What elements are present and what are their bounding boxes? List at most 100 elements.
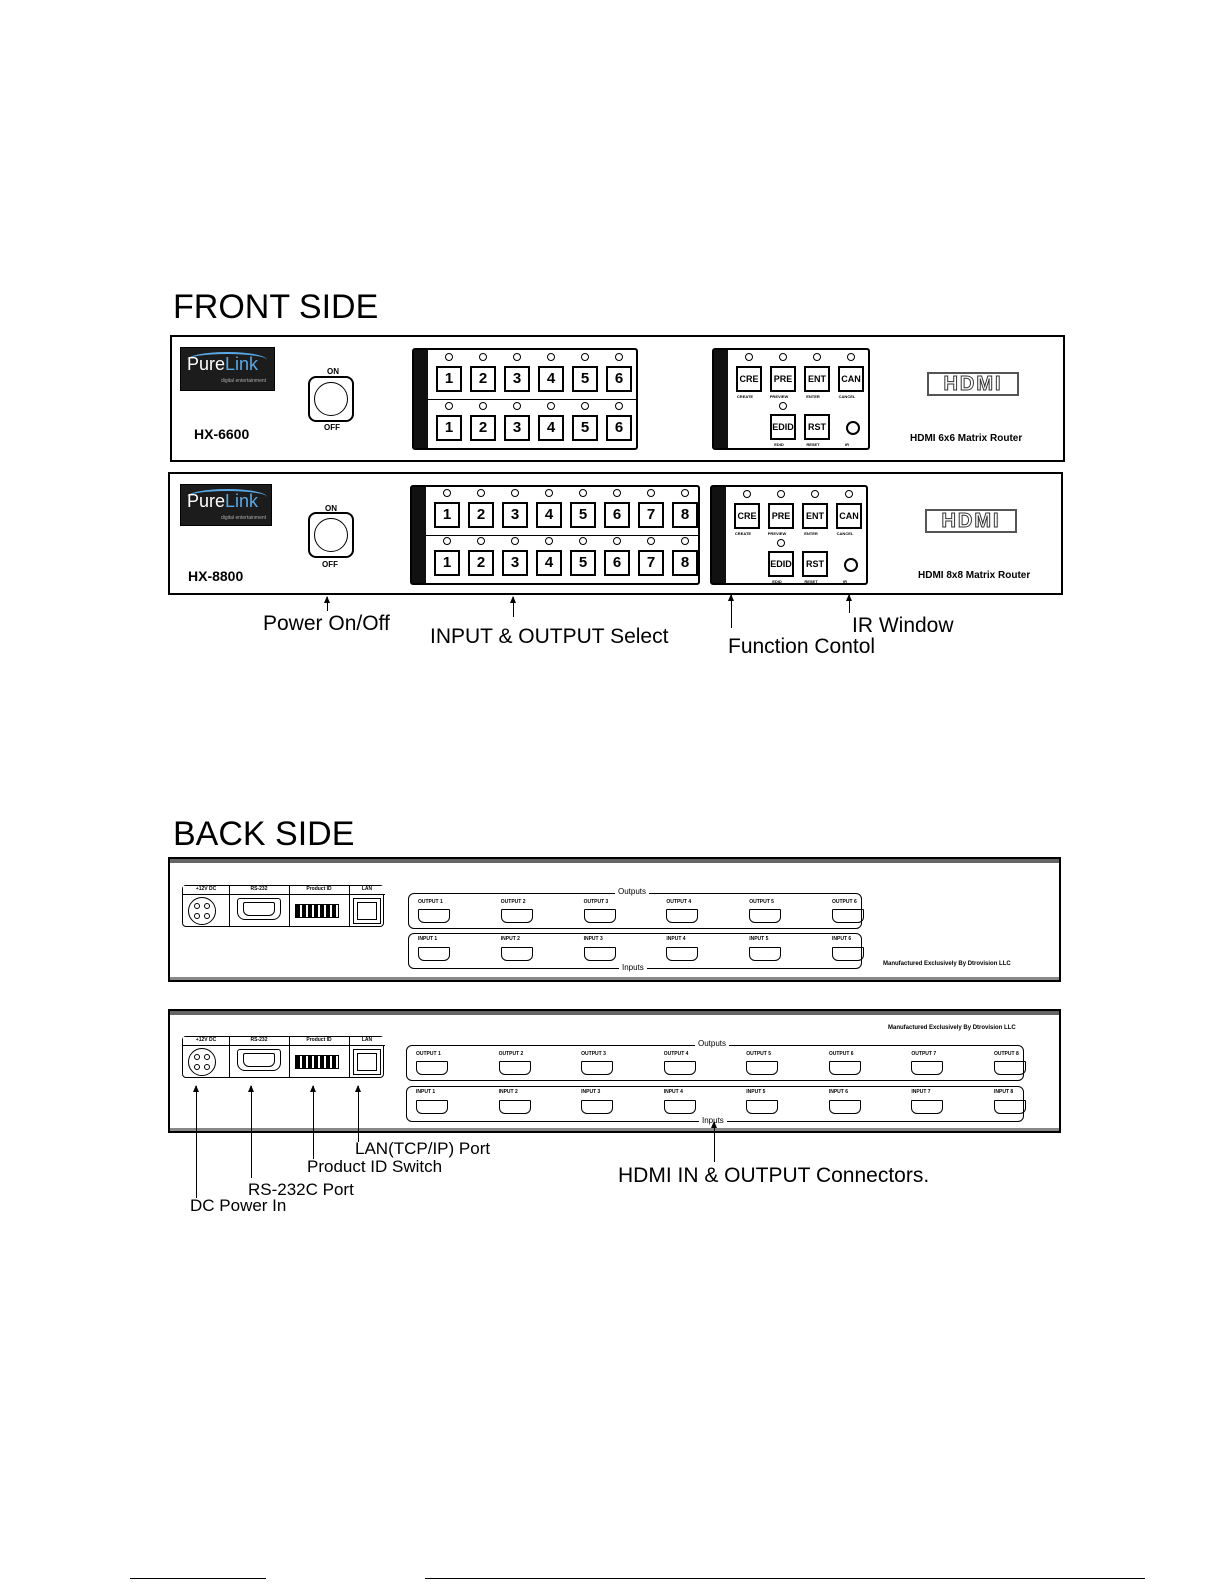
product-id-dip-switch-icon[interactable]: [295, 1055, 339, 1069]
output-button-6[interactable]: 6: [606, 415, 632, 441]
logo-arc-icon: [187, 352, 267, 368]
manufacturer-label: Manufactured Exclusively By Dtrovision L…: [883, 961, 1011, 967]
hdmi-input-port-icon[interactable]: [663, 1100, 696, 1114]
cancel-button[interactable]: CAN: [836, 503, 862, 529]
hdmi-input-port-icon[interactable]: [581, 1100, 614, 1114]
input-button-2[interactable]: 2: [470, 366, 496, 392]
hdmi-input-port-icon[interactable]: [666, 947, 699, 961]
model-label: HX-6600: [194, 426, 250, 442]
edid-button[interactable]: EDID: [770, 414, 796, 440]
hdmi-input-port-icon[interactable]: [583, 947, 616, 961]
enter-sub-label: ENTER: [806, 394, 820, 399]
output-button-4[interactable]: 4: [536, 550, 562, 576]
input-button-6[interactable]: 6: [606, 366, 632, 392]
reset-button[interactable]: RST: [802, 551, 828, 577]
hdmi-output-port-icon[interactable]: [911, 1061, 944, 1075]
function-callout: Function Contol: [728, 635, 876, 658]
input-button-7[interactable]: 7: [638, 502, 664, 528]
hdmi-input-port-icon[interactable]: [500, 947, 533, 961]
input-button-6[interactable]: 6: [604, 502, 630, 528]
led-indicator-icon: [777, 490, 785, 498]
hdmi-output-port-icon[interactable]: [500, 909, 533, 923]
power-on-label: ON: [325, 504, 337, 513]
output-button-3[interactable]: 3: [502, 550, 528, 576]
footer-rule-right: [425, 1578, 1145, 1579]
hdmi-input-port-icon[interactable]: [911, 1100, 944, 1114]
output-button-6[interactable]: 6: [604, 550, 630, 576]
hdmi-output-port-icon[interactable]: [498, 1061, 531, 1075]
product-id-dip-switch-icon[interactable]: [295, 904, 339, 918]
input-button-5[interactable]: 5: [572, 366, 598, 392]
hdmi-input-port-icon[interactable]: [749, 947, 782, 961]
reset-sub-label: RESET: [806, 442, 820, 447]
led-indicator-icon: [811, 490, 819, 498]
hdmi-input-port-icon[interactable]: [994, 1100, 1026, 1114]
outputs-label: Outputs: [615, 887, 650, 896]
output-button-2[interactable]: 2: [468, 550, 494, 576]
create-button[interactable]: CRE: [734, 503, 760, 529]
lan-port-icon[interactable]: [353, 1049, 381, 1075]
enter-button[interactable]: ENT: [802, 503, 828, 529]
output-button-3[interactable]: 3: [504, 415, 530, 441]
output-button-7[interactable]: 7: [638, 550, 664, 576]
input-button-8[interactable]: 8: [672, 502, 698, 528]
input-button-4[interactable]: 4: [536, 502, 562, 528]
hdmi-output-port-icon[interactable]: [418, 909, 450, 923]
dc-pin-icon: [194, 1054, 200, 1060]
hdmi-output-port-icon[interactable]: [828, 1061, 861, 1075]
output-button-4[interactable]: 4: [538, 415, 564, 441]
logo-link-text: Link: [225, 491, 259, 511]
hdmi-output-port-icon[interactable]: [666, 909, 699, 923]
lan-port-icon[interactable]: [353, 898, 381, 924]
hdmi-input-port-icon[interactable]: [746, 1100, 779, 1114]
hdmi-output-port-icon[interactable]: [749, 909, 782, 923]
hdmi-output-port-icon[interactable]: [663, 1061, 696, 1075]
dc-power-jack-icon[interactable]: [188, 897, 216, 925]
output-button-2[interactable]: 2: [470, 415, 496, 441]
hdmi-output-port-icon[interactable]: [994, 1061, 1026, 1075]
cancel-button[interactable]: CAN: [838, 366, 864, 392]
input-button-1[interactable]: 1: [436, 366, 462, 392]
ir-window-icon: [844, 558, 858, 572]
output-button-8[interactable]: 8: [672, 550, 698, 576]
input-button-2[interactable]: 2: [468, 502, 494, 528]
hdmi-input-port-icon[interactable]: [416, 1100, 448, 1114]
create-button[interactable]: CRE: [736, 366, 762, 392]
output-button-5[interactable]: 5: [572, 415, 598, 441]
input-button-3[interactable]: 3: [502, 502, 528, 528]
input-button-3[interactable]: 3: [504, 366, 530, 392]
hdmi-output-port-icon[interactable]: [746, 1061, 779, 1075]
hdmi-output-port-icon[interactable]: [583, 909, 616, 923]
hdmi-input-port-icon[interactable]: [828, 1100, 861, 1114]
input-label: INPUT 6: [832, 936, 852, 942]
power-switch[interactable]: [308, 376, 354, 422]
hdmi-output-port-icon[interactable]: [581, 1061, 614, 1075]
hdmi-input-port-icon[interactable]: [418, 947, 450, 961]
logo-pure-text: Pure: [187, 491, 226, 511]
output-button-1[interactable]: 1: [434, 550, 460, 576]
input-button-5[interactable]: 5: [570, 502, 596, 528]
dc-power-jack-icon[interactable]: [188, 1048, 216, 1076]
power-on-label: ON: [327, 367, 339, 376]
hdmi-output-port-icon[interactable]: [832, 909, 864, 923]
power-switch[interactable]: [308, 512, 354, 558]
function-label-strip: [712, 487, 726, 583]
hdmi-input-port-icon[interactable]: [498, 1100, 531, 1114]
output-button-1[interactable]: 1: [436, 415, 462, 441]
front-panel-hx6600: PureLink digital entertainment HX-6600 O…: [170, 335, 1065, 462]
preview-button[interactable]: PRE: [768, 503, 794, 529]
reset-button[interactable]: RST: [804, 414, 830, 440]
rs232-port-inner: [243, 902, 275, 916]
enter-button[interactable]: ENT: [804, 366, 830, 392]
output-button-5[interactable]: 5: [570, 550, 596, 576]
hdmi-output-port-icon[interactable]: [416, 1061, 448, 1075]
hdmi-input-port-icon[interactable]: [832, 947, 864, 961]
edid-button[interactable]: EDID: [768, 551, 794, 577]
logo-link-text: Link: [225, 354, 259, 374]
outputs-bank: [408, 893, 862, 929]
input-button-1[interactable]: 1: [434, 502, 460, 528]
input-button-4[interactable]: 4: [538, 366, 564, 392]
rs232-port-icon[interactable]: [237, 1049, 281, 1071]
rs232-port-icon[interactable]: [237, 898, 281, 920]
preview-button[interactable]: PRE: [770, 366, 796, 392]
